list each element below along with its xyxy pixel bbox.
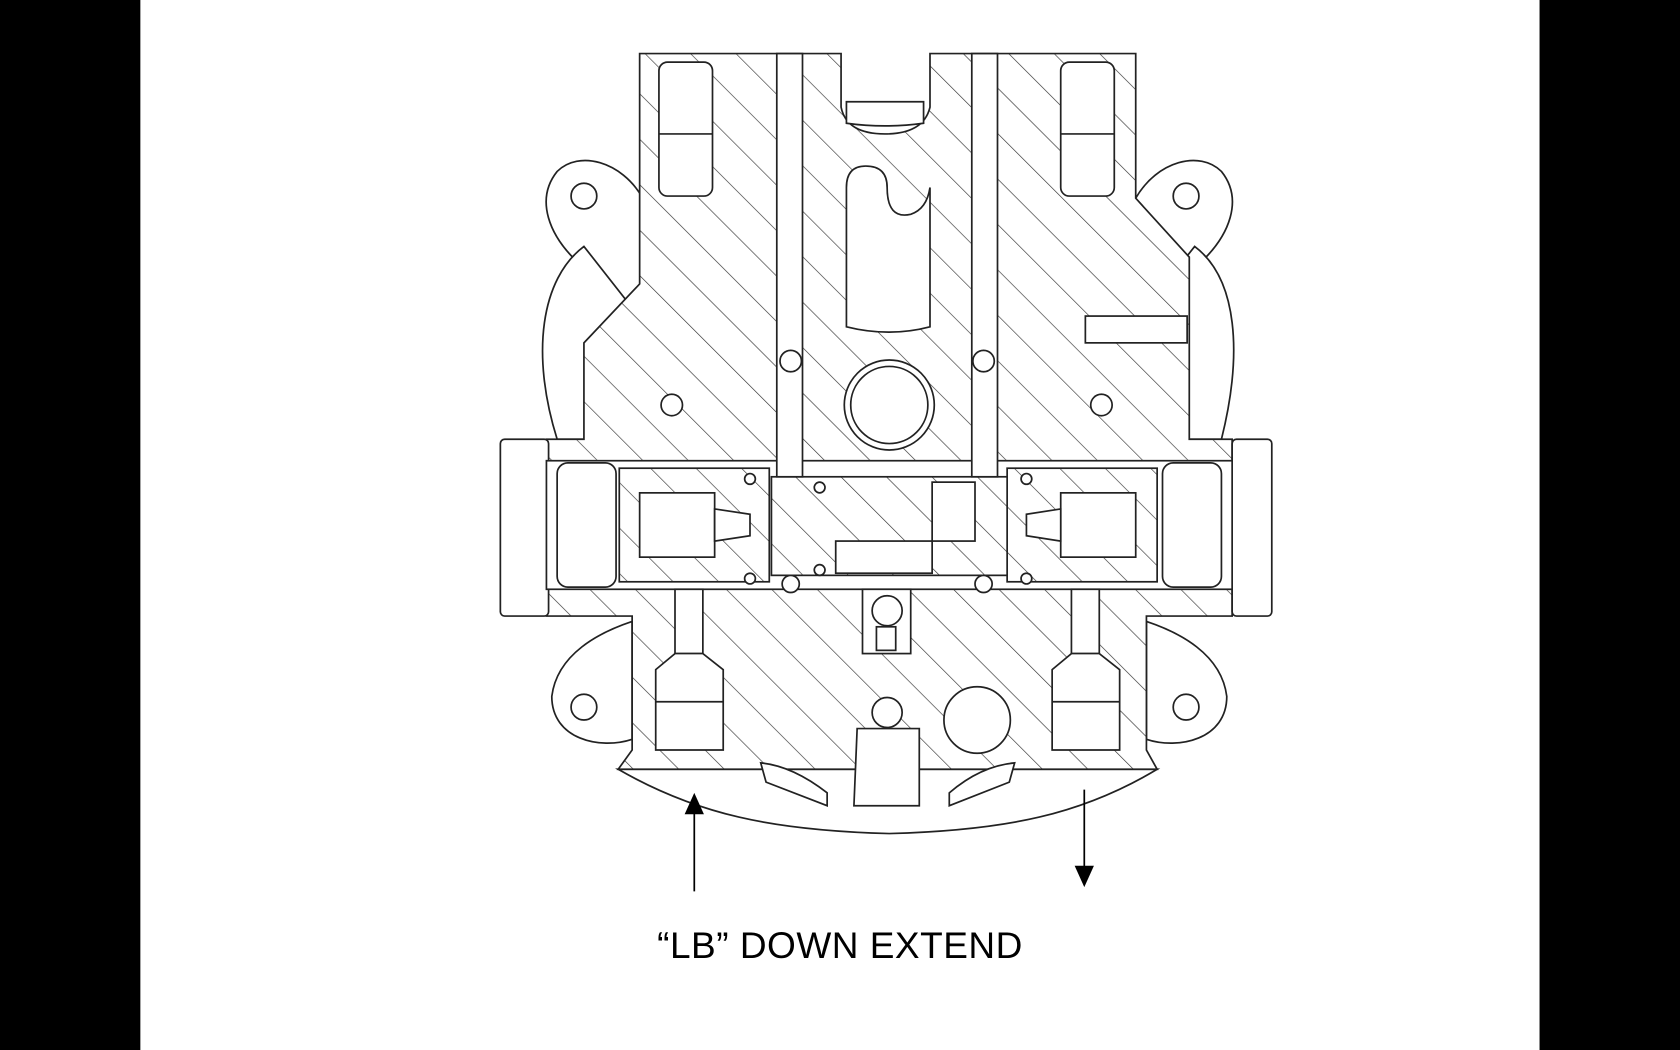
port-right — [1231, 438, 1273, 617]
drawing-caption: “LB” DOWN EXTEND — [657, 925, 1023, 966]
flow-arrow-up — [684, 792, 704, 892]
flow-arrow-down — [1074, 789, 1094, 888]
bolt-hole-icon — [1172, 693, 1200, 721]
bolt-hole-icon — [570, 693, 598, 721]
mounting-ear-bottom-right — [1145, 620, 1228, 744]
letterbox-right — [1539, 0, 1680, 1050]
bolt-hole-icon — [1172, 182, 1200, 210]
port-left — [499, 438, 550, 617]
bolt-hole-icon — [570, 182, 598, 210]
valve-body — [499, 52, 1273, 835]
letterbox-left — [0, 0, 141, 1050]
